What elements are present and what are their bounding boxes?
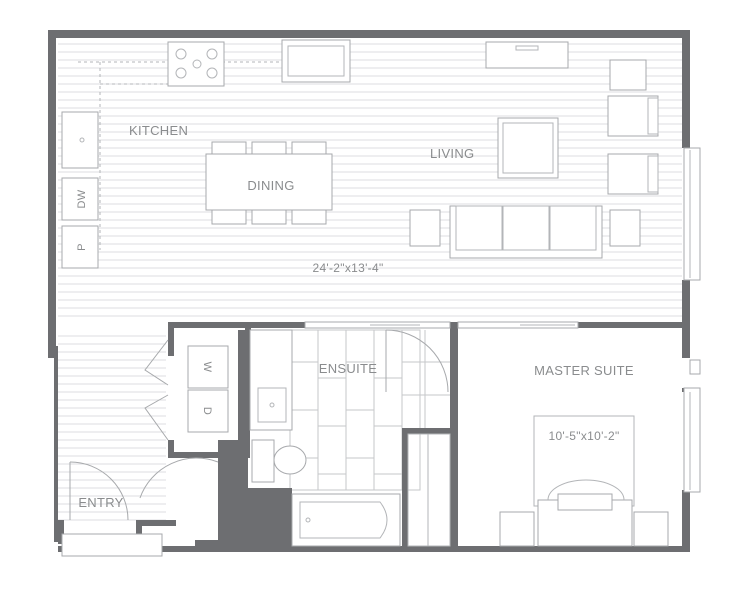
vanity-sink-icon bbox=[249, 329, 293, 431]
master-bed bbox=[499, 415, 669, 547]
kitchen-label: KITCHEN bbox=[129, 123, 188, 138]
cooktop-icon bbox=[167, 41, 225, 87]
toilet-icon bbox=[251, 439, 307, 483]
kitchen-sink-icon bbox=[281, 39, 351, 83]
entry-door bbox=[61, 461, 163, 557]
entry-closet bbox=[139, 457, 219, 499]
windows bbox=[683, 147, 701, 493]
dining-table bbox=[205, 141, 333, 225]
dryer-label: D bbox=[201, 407, 213, 415]
ensuite-door bbox=[385, 329, 449, 393]
dining-label: DINING bbox=[247, 178, 294, 193]
entry-floor-hatching bbox=[58, 335, 166, 521]
kitchen-counter bbox=[61, 61, 280, 250]
entry-label: ENTRY bbox=[78, 495, 123, 510]
living-furniture bbox=[409, 59, 659, 259]
dishwasher-icon bbox=[61, 177, 99, 221]
walls bbox=[48, 30, 690, 552]
ensuite-floor-tiles bbox=[289, 329, 455, 491]
master-closet bbox=[407, 433, 451, 547]
living-dimensions: 24'-2"x13'-4" bbox=[312, 261, 383, 275]
pantry-label: P bbox=[76, 243, 88, 251]
laundry-bifold-doors bbox=[144, 339, 169, 441]
tv-console-icon bbox=[485, 41, 569, 69]
washer-icon bbox=[187, 345, 229, 389]
master-suite-label: MASTER SUITE bbox=[534, 363, 634, 378]
living-label: LIVING bbox=[430, 146, 474, 161]
sliding-doors bbox=[304, 321, 579, 329]
living-floor-hatching bbox=[58, 43, 682, 317]
master-dimensions: 10'-5"x10'-2" bbox=[548, 429, 619, 443]
dryer-icon bbox=[187, 389, 229, 433]
pantry-icon bbox=[61, 225, 99, 269]
dishwasher-label: DW bbox=[76, 189, 88, 208]
washer-label: W bbox=[201, 362, 213, 373]
bathtub-icon bbox=[291, 493, 401, 547]
ensuite-label: ENSUITE bbox=[319, 361, 377, 376]
